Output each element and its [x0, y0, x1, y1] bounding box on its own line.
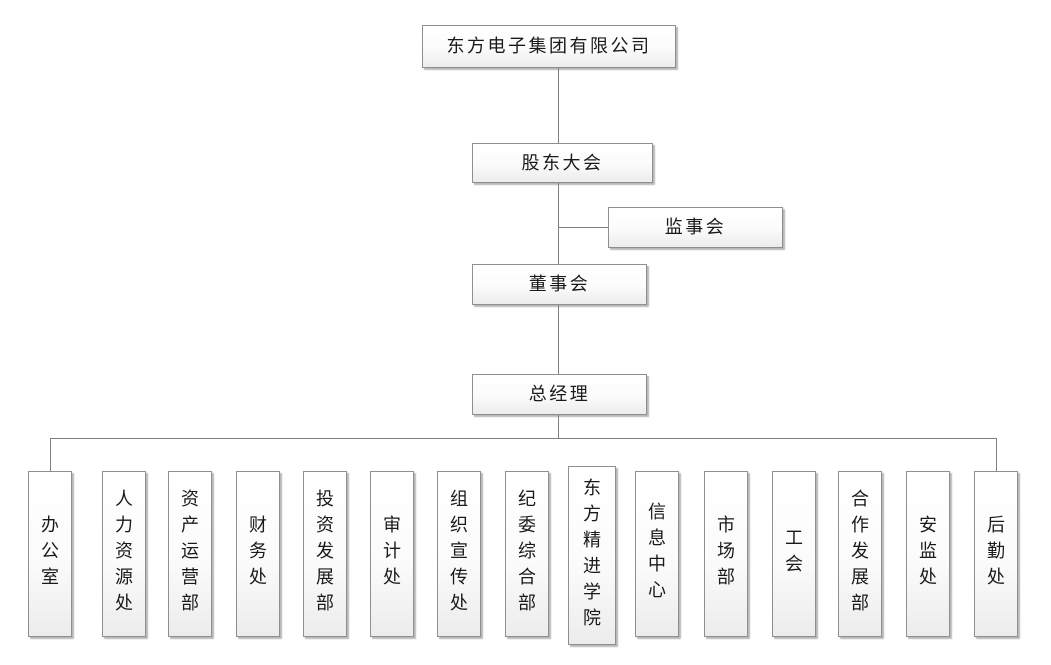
dept-marketing: 市场部: [704, 471, 748, 637]
dept-cooperation-development: 合作发展部: [838, 471, 882, 637]
dept-human-resources: 人力资源处: [102, 471, 146, 637]
dept-jingjin-academy: 东方精进学院: [568, 466, 616, 645]
dept-investment-development: 投资发展部: [303, 471, 347, 637]
dept-labor-union: 工会: [772, 471, 816, 637]
connector-rail-drop-left: [50, 438, 51, 471]
org-node-company: 东方电子集团有限公司: [422, 25, 676, 68]
org-node-board-of-directors: 董事会: [472, 264, 647, 305]
dept-safety-supervision: 安监处: [906, 471, 950, 637]
dept-discipline-committee: 纪委综合部: [505, 471, 549, 637]
dept-information-center: 信息中心: [635, 471, 679, 637]
connector-branch-supervisory: [558, 227, 608, 228]
org-node-shareholders-meeting: 股东大会: [472, 143, 653, 183]
connector-shareholders-board: [558, 183, 559, 264]
connector-gm-rail: [558, 415, 559, 438]
dept-logistics: 后勤处: [974, 471, 1018, 637]
connector-board-gm: [558, 305, 559, 374]
dept-audit: 审计处: [370, 471, 414, 637]
org-node-supervisory-board: 监事会: [608, 207, 783, 248]
dept-organization-publicity: 组织宣传处: [437, 471, 481, 637]
org-node-general-manager: 总经理: [472, 374, 647, 415]
dept-office: 办公室: [28, 471, 72, 637]
connector-department-rail: [50, 438, 996, 439]
dept-finance: 财务处: [236, 471, 280, 637]
dept-asset-operations: 资产运营部: [168, 471, 212, 637]
connector-rail-drop-right: [996, 438, 997, 471]
connector-company-shareholders: [558, 68, 559, 143]
